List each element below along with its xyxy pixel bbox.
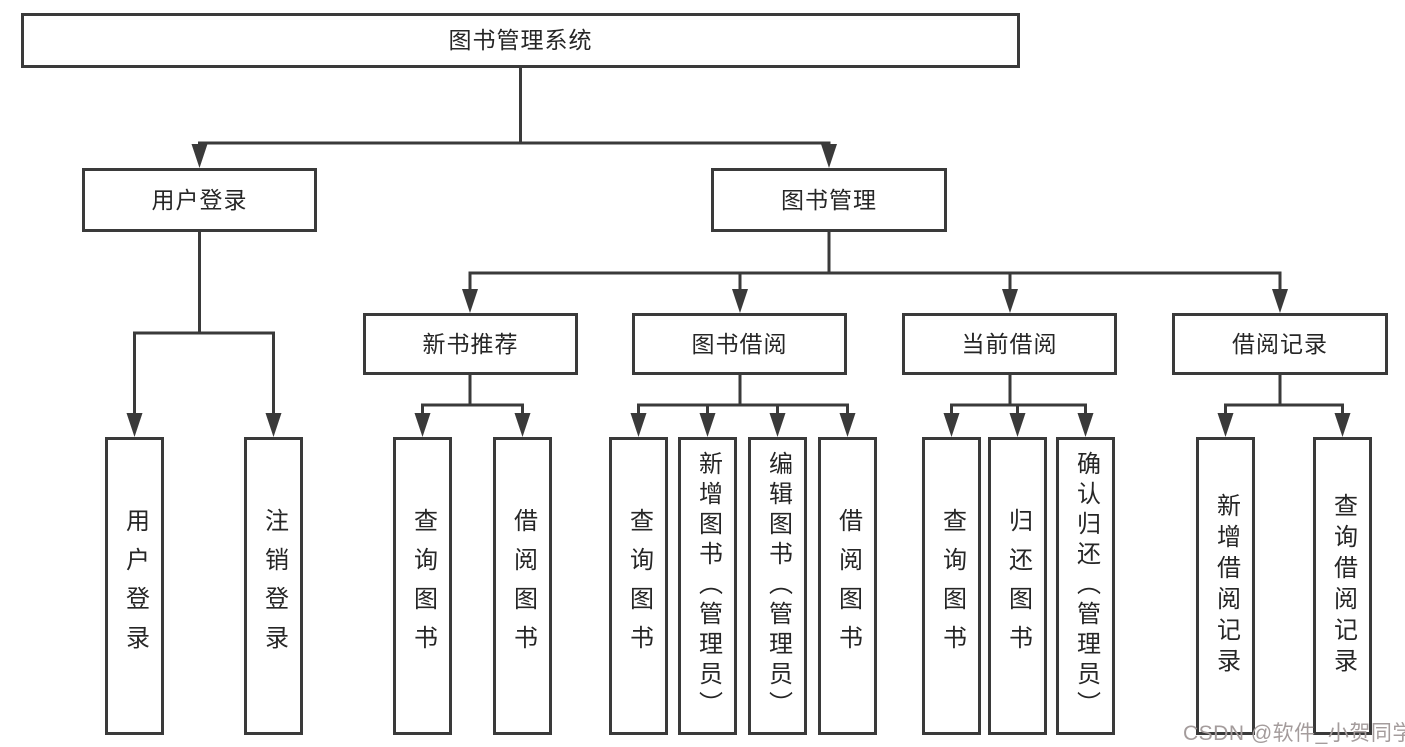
leaf-add-borrow-record: 新增借阅记录 — [1196, 437, 1255, 735]
node-label: 借阅记录 — [1232, 330, 1328, 357]
node-label: 图书管理 — [781, 186, 877, 213]
node-label: 新增图书（管理员） — [694, 451, 722, 721]
node-label: 图书借阅 — [691, 330, 788, 357]
leaf-query-book-3: 查询图书 — [922, 437, 981, 735]
node-new-book-recommend: 新书推荐 — [363, 313, 578, 375]
leaf-edit-book-admin: 编辑图书（管理员） — [748, 437, 807, 735]
node-label: 归还图书 — [1004, 508, 1032, 664]
node-label: 图书管理系统 — [448, 27, 593, 53]
node-label: 注销登录 — [260, 508, 288, 664]
leaf-query-book-2: 查询图书 — [609, 437, 668, 735]
node-book-borrow: 图书借阅 — [632, 313, 847, 375]
node-label: 确认归还（管理员） — [1072, 451, 1100, 721]
node-label: 查询图书 — [938, 508, 966, 664]
node-label: 编辑图书（管理员） — [764, 451, 792, 721]
arrowheads — [126, 144, 1351, 437]
leaf-borrow-book-1: 借阅图书 — [493, 437, 552, 735]
node-current-borrow: 当前借阅 — [902, 313, 1117, 375]
node-borrow-record: 借阅记录 — [1172, 313, 1388, 375]
node-user-login: 用户登录 — [82, 168, 317, 232]
csdn-watermark: CSDN @软件_小贺同学 — [1183, 722, 1405, 745]
node-label: 用户登录 — [121, 508, 149, 664]
node-label: 新增借阅记录 — [1212, 493, 1240, 679]
node-root-library-system: 图书管理系统 — [21, 13, 1020, 68]
leaf-query-book-1: 查询图书 — [393, 437, 452, 735]
node-label: 查询图书 — [409, 508, 437, 664]
node-label: 查询图书 — [625, 508, 653, 664]
leaf-logout: 注销登录 — [244, 437, 303, 735]
node-label: 借阅图书 — [509, 508, 537, 664]
node-label: 查询借阅记录 — [1329, 493, 1357, 679]
leaf-add-book-admin: 新增图书（管理员） — [678, 437, 737, 735]
leaf-query-borrow-record: 查询借阅记录 — [1313, 437, 1372, 735]
leaf-confirm-return-admin: 确认归还（管理员） — [1056, 437, 1115, 735]
leaf-user-login: 用户登录 — [105, 437, 164, 735]
node-label: 用户登录 — [151, 186, 248, 213]
node-label: 新书推荐 — [422, 330, 519, 357]
leaf-borrow-book-2: 借阅图书 — [818, 437, 877, 735]
leaf-return-book: 归还图书 — [988, 437, 1047, 735]
node-label: 借阅图书 — [834, 508, 862, 664]
node-label: 当前借阅 — [961, 330, 1058, 357]
node-book-management: 图书管理 — [711, 168, 947, 232]
